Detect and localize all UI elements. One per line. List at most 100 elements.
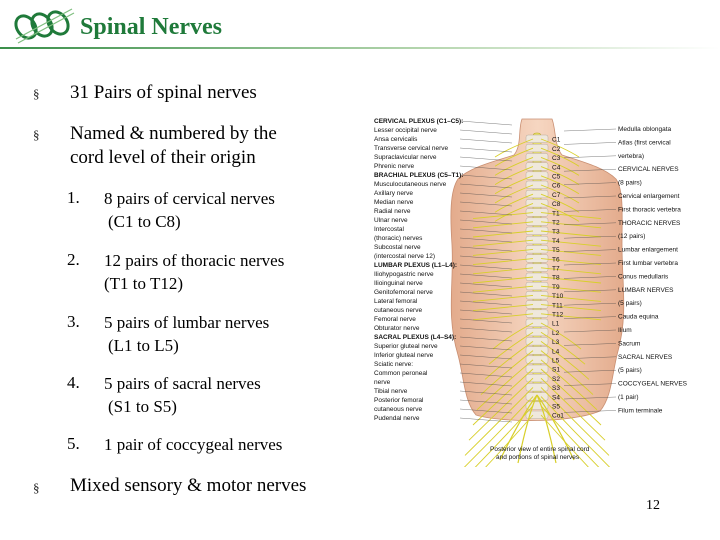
slide-title: Spinal Nerves (80, 14, 223, 40)
nerve-right (540, 313, 602, 321)
nerve-right (540, 202, 580, 222)
segment-label: L2 (552, 330, 560, 337)
leader-line (459, 300, 513, 306)
left-label: Transverse cervical nerve (374, 145, 449, 152)
nerve-left (492, 322, 534, 350)
bullet-marker: § (33, 127, 40, 142)
bullet-text-3: Mixed sensory & motor nerves (70, 475, 307, 496)
nerve-right (540, 258, 602, 266)
vertebra (525, 134, 549, 143)
vertebra (525, 153, 549, 162)
vertebra (525, 281, 549, 291)
leader-line (459, 120, 513, 126)
nerve-left (472, 230, 534, 238)
segment-label: T7 (552, 266, 560, 273)
leader-line (563, 182, 617, 185)
segment-label: S3 (552, 385, 560, 392)
nerve-branches (463, 138, 611, 467)
nerve-right (540, 184, 580, 204)
segment-label: S2 (552, 376, 560, 383)
left-label: Median nerve (374, 199, 414, 206)
nerve-left (494, 202, 534, 222)
nerve-right (540, 267, 602, 275)
segment-label: T4 (552, 238, 560, 245)
left-label: SACRAL PLEXUS (L4–S4): (374, 334, 456, 341)
leader-line (459, 273, 513, 279)
sciatic-nerve (536, 394, 575, 461)
leader-line (563, 128, 617, 132)
segment-labels: C1C2C3C4C5C6C7C8T1T2T3T4T5T6T7T8T9T10T11… (552, 137, 564, 420)
nerve-right (540, 193, 580, 213)
nerve-left (484, 341, 534, 380)
right-label: First lumbar vertebra (618, 260, 678, 267)
left-label: Ilioinguinal nerve (374, 280, 423, 287)
vertebra (525, 189, 549, 199)
leader-line (459, 372, 513, 378)
left-label: Superior gluteal nerve (374, 343, 438, 350)
leader-line (459, 399, 513, 405)
leader-line (459, 264, 513, 270)
leader-line (459, 408, 513, 414)
caption-line-1: Posterior view of entire spinal cord (490, 446, 590, 453)
right-label: Cauda equina (618, 314, 659, 321)
leader-line (563, 396, 617, 400)
sciatic-nerve (517, 394, 538, 464)
leader-line (459, 309, 513, 315)
nerve-left (472, 248, 534, 256)
leader-line (459, 291, 513, 297)
right-label: (1 pair) (618, 394, 639, 401)
left-label: Intercostal (374, 226, 405, 233)
vertebra (525, 180, 549, 189)
segment-label: T10 (552, 293, 564, 300)
nerve-left (494, 175, 534, 195)
left-label: Radial nerve (374, 208, 411, 215)
vertebra (525, 263, 549, 272)
item-1-line2: (C1 to C8) (108, 212, 181, 231)
nerve-left (463, 396, 534, 467)
left-label: Common peroneal (374, 370, 428, 377)
leader-line (563, 343, 617, 346)
left-label: CERVICAL PLEXUS (C1–C5): (374, 118, 463, 125)
nerve-left (474, 405, 534, 467)
segment-label: C2 (552, 146, 561, 153)
bullet-text-2-line1: Named & numbered by the (70, 123, 277, 144)
vertebra (525, 245, 549, 254)
nerve-left (472, 221, 534, 229)
segment-label: C6 (552, 183, 561, 190)
right-label: Filum terminale (618, 407, 663, 414)
leader-line (459, 390, 513, 396)
segment-label: T6 (552, 256, 560, 263)
left-label: Posterior femoral (374, 397, 424, 404)
nerve-right (540, 331, 586, 365)
left-label: Subcostal nerve (374, 244, 421, 251)
leader-line (563, 410, 617, 413)
item-number: 1. (67, 188, 80, 207)
nerve-left (472, 258, 534, 266)
nerve-left (472, 267, 534, 275)
leader-line (563, 155, 617, 158)
leader-line (459, 192, 513, 198)
leader-line (459, 165, 513, 171)
right-label: (8 pairs) (618, 180, 642, 187)
nerve-left (472, 239, 534, 247)
segment-label: L1 (552, 321, 560, 328)
segment-label: T3 (552, 229, 560, 236)
right-label: THORACIC NERVES (618, 220, 681, 227)
bullet-text-1: 31 Pairs of spinal nerves (70, 82, 257, 103)
left-label: Femoral nerve (374, 316, 416, 323)
left-label: (intercostal nerve 12) (374, 253, 435, 260)
left-label: Musculocutaneous nerve (374, 181, 447, 188)
segment-label: C5 (552, 174, 561, 181)
leader-line (563, 356, 617, 359)
vertebra (525, 199, 549, 208)
segment-label: S1 (552, 367, 560, 374)
leader-line (459, 255, 513, 261)
left-label: BRACHIAL PLEXUS (C5–T1): (374, 172, 463, 179)
segment-label: L5 (552, 358, 560, 365)
left-label: LUMBAR PLEXUS (L1–L4): (374, 262, 457, 269)
leader-line (563, 370, 617, 373)
left-label: Obturator nerve (374, 325, 420, 332)
segment-label: T8 (552, 275, 560, 282)
title-divider (0, 47, 720, 49)
